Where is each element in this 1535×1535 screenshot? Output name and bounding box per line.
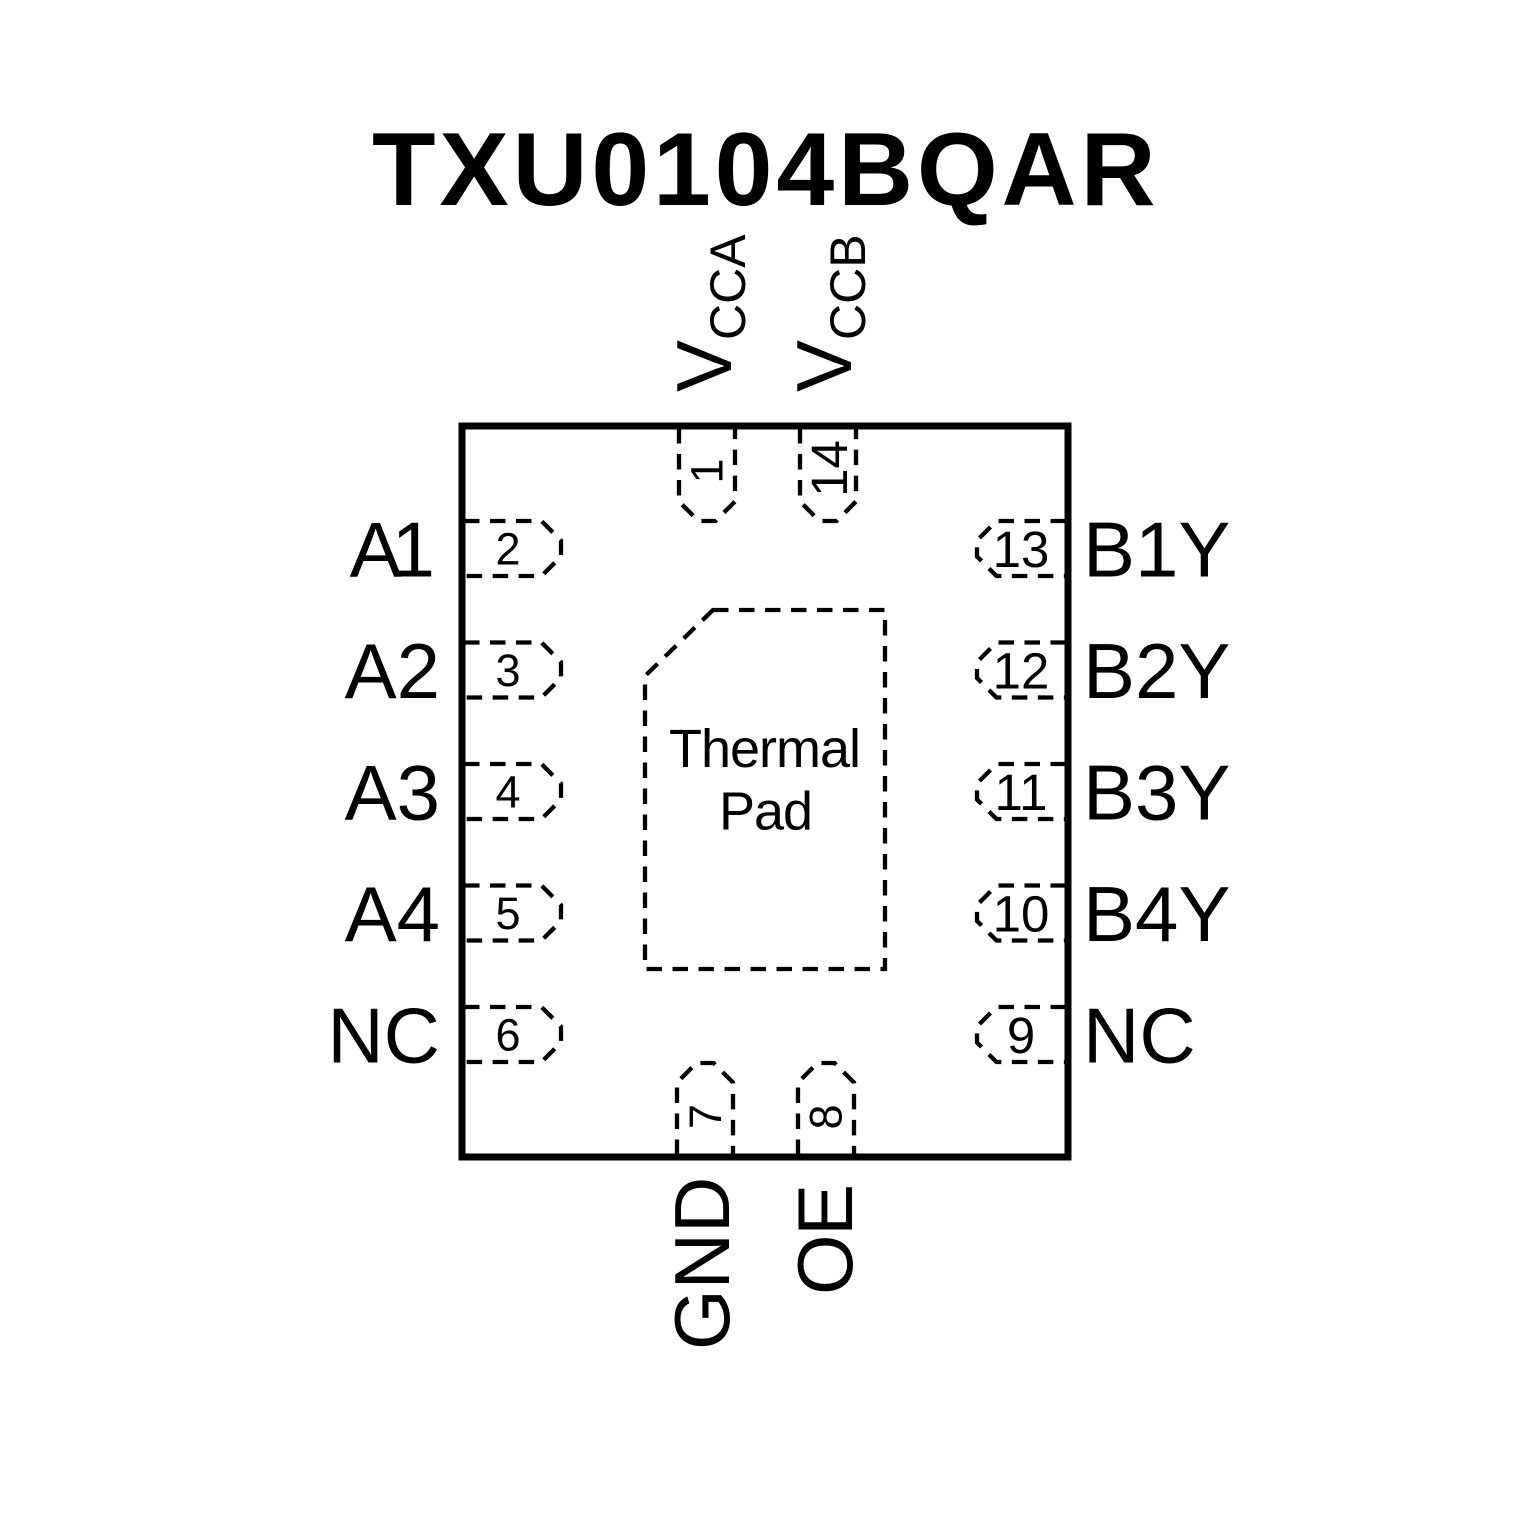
svg-text:B1Y: B1Y xyxy=(1083,506,1230,594)
svg-text:B2Y: B2Y xyxy=(1083,627,1230,715)
svg-text:12: 12 xyxy=(993,643,1050,700)
svg-text:TXU0104BQAR: TXU0104BQAR xyxy=(372,112,1159,228)
svg-text:3: 3 xyxy=(495,645,520,696)
svg-text:NC: NC xyxy=(327,992,440,1080)
svg-text:B4Y: B4Y xyxy=(1083,870,1230,958)
svg-text:8: 8 xyxy=(801,1104,852,1129)
svg-text:A1: A1 xyxy=(350,506,435,594)
svg-text:13: 13 xyxy=(993,521,1050,578)
svg-text:5: 5 xyxy=(495,888,520,939)
svg-text:6: 6 xyxy=(495,1010,520,1061)
svg-text:A4: A4 xyxy=(345,870,440,958)
svg-text:OE: OE xyxy=(781,1185,869,1295)
svg-text:Pad: Pad xyxy=(719,782,812,842)
svg-text:Thermal: Thermal xyxy=(669,719,860,779)
svg-text:10: 10 xyxy=(993,886,1050,943)
svg-text:NC: NC xyxy=(1083,992,1196,1080)
svg-text:A2: A2 xyxy=(345,627,440,715)
svg-text:2: 2 xyxy=(495,524,520,575)
svg-text:9: 9 xyxy=(1007,1007,1035,1064)
svg-text:B3Y: B3Y xyxy=(1083,749,1230,837)
svg-text:11: 11 xyxy=(995,764,1048,821)
svg-text:1: 1 xyxy=(682,458,733,483)
svg-text:14: 14 xyxy=(801,440,858,497)
svg-text:7: 7 xyxy=(680,1104,731,1129)
svg-text:GND: GND xyxy=(658,1177,746,1350)
svg-text:4: 4 xyxy=(495,767,520,818)
svg-text:VCCB: VCCB xyxy=(780,234,876,392)
svg-text:A3: A3 xyxy=(345,749,440,837)
